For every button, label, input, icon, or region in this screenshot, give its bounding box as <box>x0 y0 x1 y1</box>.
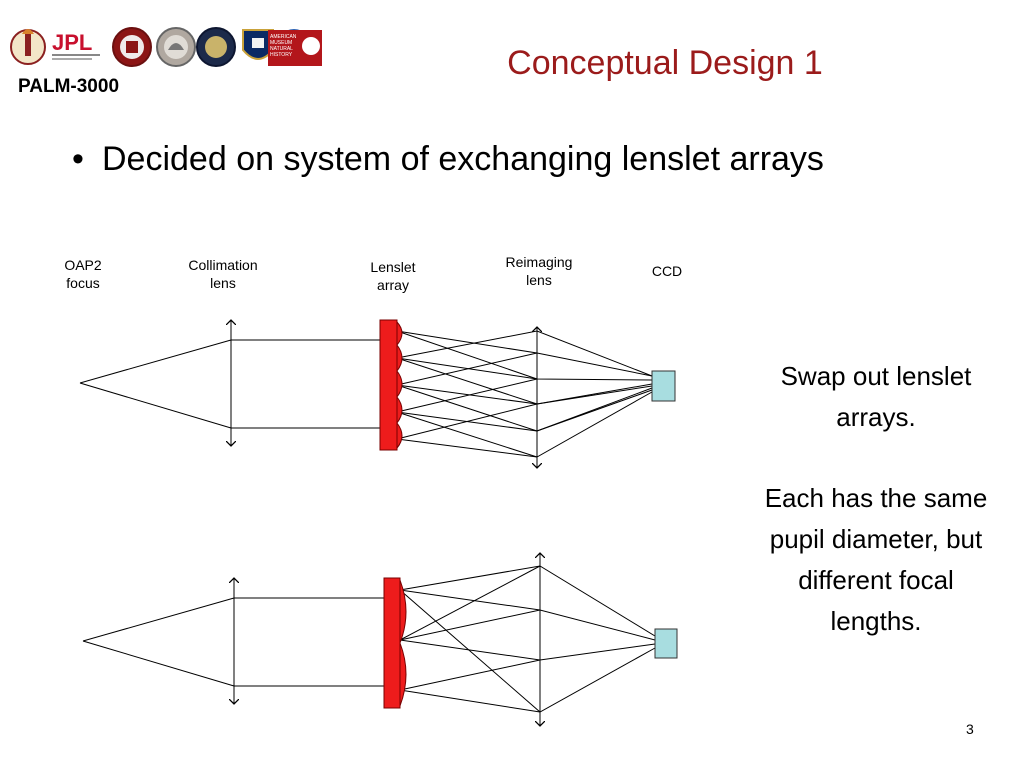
bullet-text: Decided on system of exchanging lenslet … <box>102 140 824 178</box>
page-number: 3 <box>966 721 974 737</box>
label-reimaging-lens: Reimaging lens <box>484 253 594 289</box>
label-collimation-line1: Collimation <box>188 257 258 273</box>
top-input-ray-upper <box>79 339 232 384</box>
label-lenslet-line2: array <box>377 277 409 293</box>
bottom-input-ray-upper <box>82 597 235 642</box>
bottom-ccd-detector <box>654 628 678 659</box>
label-oap2-focus: OAP2 focus <box>28 256 138 292</box>
top-input-ray-lower <box>79 382 232 429</box>
svg-text:JPL: JPL <box>52 30 92 55</box>
bottom-lenslet-array <box>383 577 401 709</box>
cornell-seal-icon <box>156 27 196 67</box>
bottom-optical-system <box>82 553 678 726</box>
amnh-emblem-icon <box>302 37 320 55</box>
top-lenslet-rays <box>396 330 653 458</box>
top-optical-system <box>79 319 676 468</box>
bottom-lenslets <box>399 579 407 707</box>
label-ccd: CCD <box>651 263 683 279</box>
caltech-seal-icon <box>112 27 152 67</box>
label-reimaging-line1: Reimaging <box>505 254 573 270</box>
amnh-logo-text: AMERICAN MUSEUM NATURAL HISTORY <box>270 34 297 58</box>
side-note-paragraph-2: Each has the same pupil diameter, but di… <box>764 483 988 636</box>
label-collimation-lens: Collimation lens <box>168 256 278 292</box>
label-oap2-line2: focus <box>66 275 100 291</box>
jpl-torch-emblem-icon <box>10 29 46 65</box>
label-collimation-line2: lens <box>210 275 236 291</box>
jpl-logo: JPL <box>52 30 100 60</box>
side-note-spacer <box>760 438 992 478</box>
bottom-input-ray-lower <box>82 640 235 687</box>
bullet-item: • Decided on system of exchanging lenslet… <box>72 140 824 179</box>
label-oap2-line1: OAP2 <box>64 257 102 273</box>
top-lenslet-array <box>379 319 398 451</box>
bottom-lenslet-rays <box>399 565 656 713</box>
label-reimaging-line2: lens <box>526 272 552 288</box>
amnh-logo: AMERICAN MUSEUM NATURAL HISTORY <box>268 30 322 66</box>
slide-title: Conceptual Design 1 <box>507 44 823 82</box>
university-seal-icon <box>196 27 236 67</box>
top-ccd-detector <box>651 370 676 402</box>
top-lenslets <box>396 320 403 450</box>
side-note-paragraph-1: Swap out lenslet arrays. <box>780 361 972 432</box>
bullet-dot-icon: • <box>72 140 84 178</box>
project-name: PALM-3000 <box>18 76 120 97</box>
label-lenslet-line1: Lenslet <box>370 259 416 275</box>
side-note: Swap out lenslet arrays. Each has the sa… <box>760 356 992 642</box>
label-lenslet-array: Lenslet array <box>338 258 448 294</box>
